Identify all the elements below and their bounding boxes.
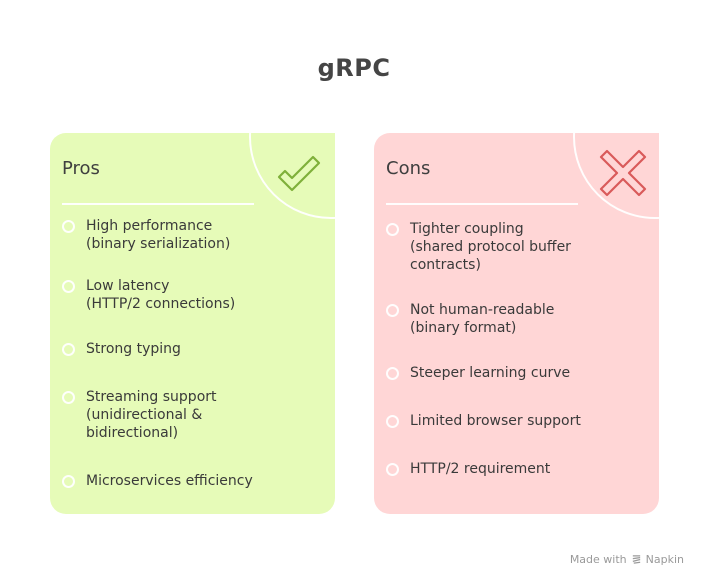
bullet-circle-icon xyxy=(62,343,75,356)
item-text: High performance xyxy=(86,218,213,234)
pros-item: Strong typing xyxy=(62,340,181,358)
cons-divider xyxy=(386,203,578,205)
bullet-circle-icon xyxy=(62,475,75,488)
item-text: Streaming support xyxy=(86,389,217,405)
bullet-circle-icon xyxy=(386,367,399,380)
cons-item: Not human-readable (binary format) xyxy=(386,301,554,337)
item-text: Low latency xyxy=(86,278,170,294)
item-text: Limited browser support xyxy=(410,413,581,429)
pros-item: High performance (binary serialization) xyxy=(62,217,230,253)
pros-item: Low latency (HTTP/2 connections) xyxy=(62,277,235,313)
item-text: Steeper learning curve xyxy=(410,365,571,381)
pros-item: Streaming support (unidirectional & bidi… xyxy=(62,388,217,442)
pros-heading: Pros xyxy=(62,158,100,179)
item-text: (shared protocol buffer xyxy=(410,239,571,255)
bullet-circle-icon xyxy=(386,415,399,428)
item-text: (binary format) xyxy=(410,320,517,336)
x-mark-icon xyxy=(599,149,647,197)
item-text: (unidirectional & xyxy=(86,407,203,423)
cons-item: Limited browser support xyxy=(386,412,581,430)
item-text: bidirectional) xyxy=(86,425,179,441)
checkmark-icon xyxy=(277,155,321,192)
bullet-circle-icon xyxy=(386,304,399,317)
diagram-title: gRPC xyxy=(317,54,391,82)
bullet-circle-icon xyxy=(62,220,75,233)
cons-heading: Cons xyxy=(386,158,431,179)
item-text: Microservices efficiency xyxy=(86,473,253,489)
cons-item: Tighter coupling (shared protocol buffer… xyxy=(386,220,571,274)
bullet-circle-icon xyxy=(386,463,399,476)
item-text: Tighter coupling xyxy=(410,221,524,237)
cons-item: HTTP/2 requirement xyxy=(386,460,550,478)
item-text: HTTP/2 requirement xyxy=(410,461,551,477)
pros-card: Pros High performance (binary serializat… xyxy=(50,133,335,514)
cons-card: Cons Tighter coupling (shared protocol b… xyxy=(374,133,659,514)
made-with-napkin-credit: Made with Napkin xyxy=(570,553,684,566)
item-text: contracts) xyxy=(410,257,481,273)
pros-divider xyxy=(62,203,254,205)
item-text: (binary serialization) xyxy=(86,236,231,252)
bullet-circle-icon xyxy=(386,223,399,236)
item-text: Strong typing xyxy=(86,341,181,357)
pros-item: Microservices efficiency xyxy=(62,472,253,490)
napkin-brand-label: Napkin xyxy=(645,553,684,566)
bullet-circle-icon xyxy=(62,280,75,293)
cons-item: Steeper learning curve xyxy=(386,364,570,382)
item-text: Not human-readable xyxy=(410,302,555,318)
napkin-logo-icon xyxy=(632,555,640,564)
item-text: (HTTP/2 connections) xyxy=(86,296,236,312)
made-with-label: Made with xyxy=(569,553,627,566)
bullet-circle-icon xyxy=(62,391,75,404)
